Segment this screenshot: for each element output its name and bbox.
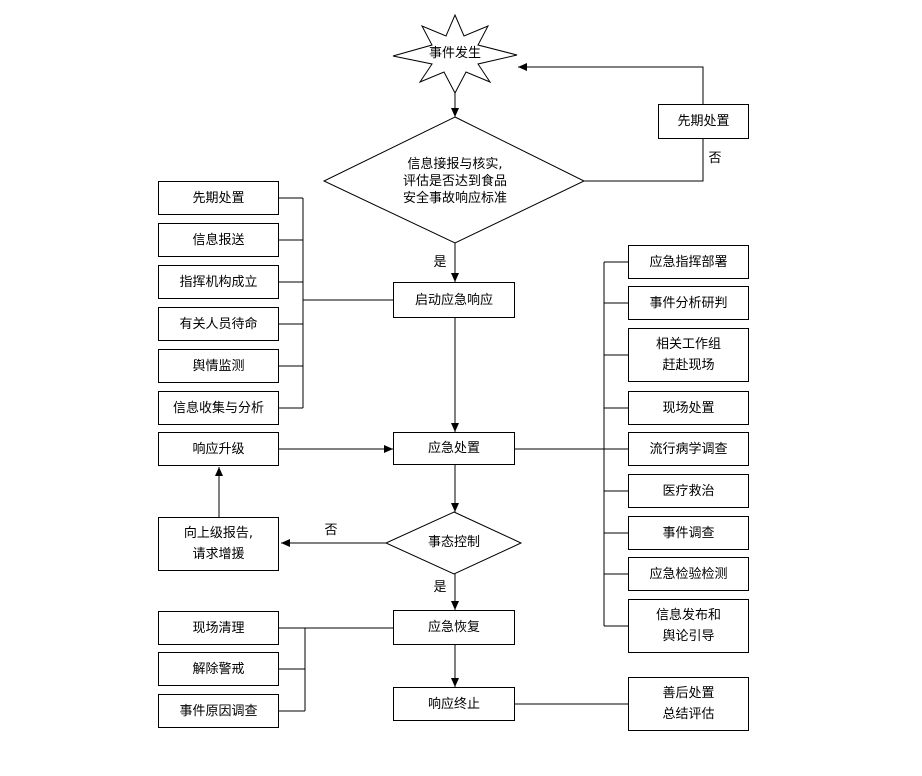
launch-action-item: 信息收集与分析 <box>158 391 279 425</box>
yes-label-recovery: 是 <box>433 580 447 595</box>
no-label-control: 否 <box>324 523 338 538</box>
recovery-action-item: 事件原因调查 <box>158 694 279 728</box>
response-upgrade-box: 响应升级 <box>158 432 279 466</box>
response-termination-box: 响应终止 <box>393 687 515 721</box>
handling-action-item: 应急指挥部署 <box>628 245 749 279</box>
handling-action-item: 流行病学调查 <box>628 432 749 466</box>
handling-action-item: 医疗救治 <box>628 474 749 508</box>
launch-response-box: 启动应急响应 <box>393 282 515 318</box>
launch-action-item: 有关人员待命 <box>158 307 279 341</box>
launch-action-item: 信息报送 <box>158 223 279 257</box>
handling-action-item: 信息发布和 舆论引导 <box>628 599 749 653</box>
handling-action-item: 事件分析研判 <box>628 286 749 320</box>
handling-action-item: 事件调查 <box>628 516 749 550</box>
report-superior-box: 向上级报告, 请求增援 <box>158 517 279 571</box>
handling-action-item: 现场处置 <box>628 391 749 425</box>
emergency-recovery-box: 应急恢复 <box>393 610 515 645</box>
handling-action-item: 相关工作组 赶赴现场 <box>628 328 749 382</box>
launch-action-item: 舆情监测 <box>158 349 279 383</box>
pre-handling-box: 先期处置 <box>658 104 749 139</box>
launch-action-item: 指挥机构成立 <box>158 265 279 299</box>
emergency-handling-box: 应急处置 <box>393 432 515 465</box>
no-label-top: 否 <box>708 151 722 166</box>
report-decision-label: 信息接报与核实, 评估是否达到食品 安全事故响应标准 <box>402 157 507 206</box>
yes-label-launch: 是 <box>433 255 447 270</box>
start-event-label: 事件发生 <box>428 46 481 61</box>
recovery-action-item: 解除警戒 <box>158 652 279 686</box>
handling-action-item: 应急检验检测 <box>628 557 749 591</box>
control-decision-label: 事态控制 <box>427 535 480 550</box>
aftermath-box: 善后处置 总结评估 <box>628 677 749 731</box>
control-decision-shape <box>384 511 523 575</box>
launch-action-item: 先期处置 <box>158 181 279 215</box>
recovery-action-item: 现场清理 <box>158 611 279 645</box>
